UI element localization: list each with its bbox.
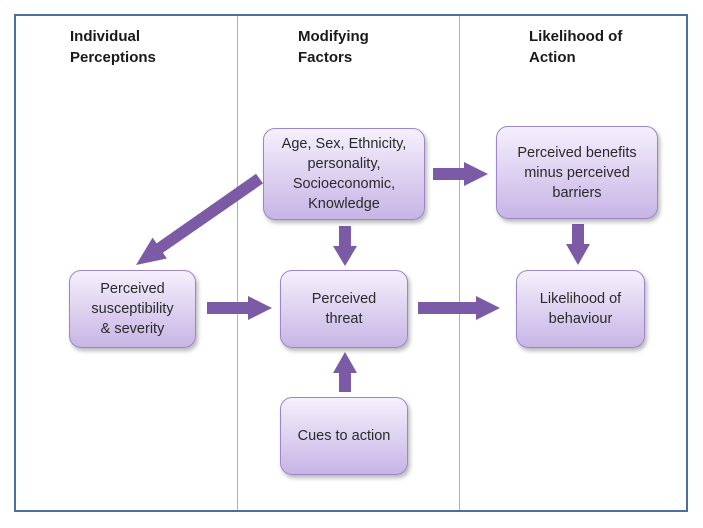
node-cues-to-action-label: Cues to action bbox=[297, 428, 391, 444]
column-divider-left bbox=[237, 16, 238, 510]
column-divider-right bbox=[459, 16, 460, 510]
node-perceived-susceptibility: Perceived susceptibility & severity bbox=[69, 270, 196, 348]
node-demographics-label: Age, Sex, Ethnicity, personality, Socioe… bbox=[281, 136, 407, 212]
node-demographics: Age, Sex, Ethnicity, personality, Socioe… bbox=[263, 128, 425, 220]
node-perceived-threat: Perceived threat bbox=[280, 270, 408, 348]
node-perceived-susceptibility-label: Perceived susceptibility & severity bbox=[91, 281, 174, 337]
node-cues-to-action: Cues to action bbox=[280, 397, 408, 475]
node-perceived-benefits: Perceived benefits minus perceived barri… bbox=[496, 126, 658, 219]
node-likelihood-of-behaviour-label: Likelihood of behaviour bbox=[539, 291, 622, 327]
node-perceived-benefits-label: Perceived benefits minus perceived barri… bbox=[517, 144, 637, 201]
node-likelihood-of-behaviour: Likelihood of behaviour bbox=[516, 270, 645, 348]
column-header-individual-perceptions: Individual Perceptions bbox=[70, 28, 156, 66]
node-perceived-threat-label: Perceived threat bbox=[311, 291, 377, 327]
column-header-likelihood-of-action: Likelihood of Action bbox=[529, 28, 623, 66]
column-header-modifying-factors: Modifying Factors bbox=[298, 28, 369, 66]
